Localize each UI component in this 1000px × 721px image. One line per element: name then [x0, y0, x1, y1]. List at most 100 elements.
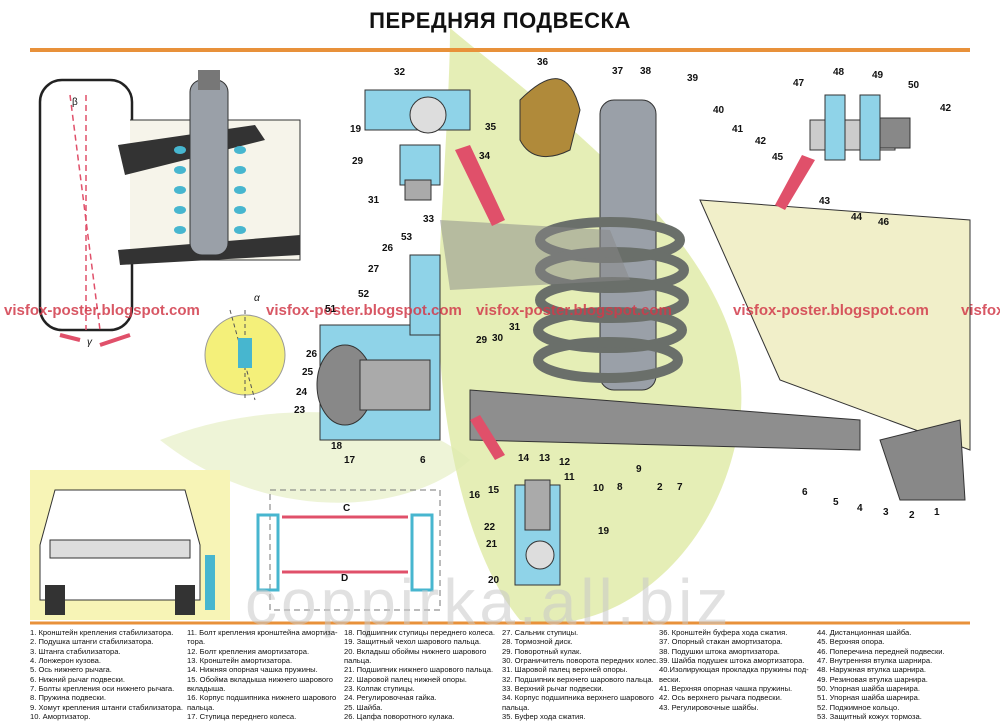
legend-item: 44. Дистанционная шайба. [817, 628, 912, 637]
callout-35: 35 [485, 122, 497, 133]
legend-item: 6. Нижний рычаг подвески. [30, 674, 126, 684]
callout-9: 9 [636, 464, 642, 475]
caster-angle-diagram [204, 309, 286, 401]
legend-item: 48. Наружная втулка шарнира. [817, 665, 926, 675]
callout-14: 14 [518, 453, 530, 464]
watermark-center-right: visfox-poster.blogspot.com [476, 302, 672, 319]
lower-ball-joint-cutaway [514, 479, 561, 586]
legend-item: 9. Хомут крепления штанги стабилизатора. [30, 702, 183, 712]
hinge-detail [809, 94, 911, 161]
callout-1: 1 [934, 507, 940, 518]
legend-item: 40.Изолирующая прокладка пружины под-вес… [659, 665, 809, 684]
legend-item: 41. Верхняя опорная чашка пружины. [659, 684, 793, 694]
legend-item: 29. Поворотный кулак. [502, 646, 582, 656]
page-title: ПЕРЕДНЯЯ ПОДВЕСКА [369, 8, 631, 33]
callout-13: 13 [539, 453, 551, 464]
callout-42-mid: 42 [755, 136, 767, 147]
callout-21: 21 [486, 539, 498, 550]
legend-item: 34. Корпус подшипника верхнего шарового … [502, 693, 654, 712]
callout-40: 40 [713, 105, 725, 116]
callout-45: 45 [772, 152, 784, 163]
legend-item: 11. Болт крепления кронштейна амортиза-т… [187, 628, 338, 647]
legend-item: 33. Верхний рычаг подвески. [502, 684, 604, 694]
legend-item: 18. Подшипник ступицы переднего колеса. [344, 628, 495, 637]
legend-item: 17. Ступица переднего колеса. [187, 712, 297, 721]
car-front-view [30, 470, 230, 620]
callout-30: 30 [492, 333, 504, 344]
upper-ball-joint-cutaway [364, 89, 471, 201]
legend-item: 53. Защитный кожух тормоза. [817, 712, 922, 721]
watermark-right: visfox-poster.blogspot.com [733, 302, 929, 319]
beta-label: β [72, 97, 78, 108]
hub-cutaway [316, 254, 441, 441]
watermark-center-left: visfox-poster.blogspot.com [266, 302, 462, 319]
callout-27: 27 [368, 264, 380, 275]
green-highlight-leaf [438, 28, 742, 624]
callout-31-mid: 31 [509, 322, 521, 333]
legend-column-4: 27. Сальник ступицы. 28. Тормозной диск.… [502, 628, 659, 721]
callout-32: 32 [394, 67, 406, 78]
watermark-far-right: visfox-poster.blogspot.com [961, 302, 1000, 319]
legend-item: 13. Кронштейн амортизатора. [187, 656, 293, 666]
legend-item: 8. Пружина подвески. [30, 693, 107, 703]
callout-6-right: 6 [802, 487, 808, 498]
legend-item: 49. Резиновая втулка шарнира. [817, 674, 928, 684]
callout-15: 15 [488, 485, 500, 496]
legend-item: 14. Нижняя опорная чашка пружины. [187, 665, 318, 675]
callout-17: 17 [344, 455, 356, 466]
legend-item: 50. Упорная шайба шарнира. [817, 684, 920, 694]
legend-item: 37. Опорный стакан амортизатора. [659, 637, 783, 647]
legend-item: 12. Болт крепления амортизатора. [187, 646, 310, 656]
callout-20: 20 [488, 575, 500, 586]
title-rule [30, 48, 970, 52]
legend-item: 42. Ось верхнего рычага подвески. [659, 693, 782, 703]
callout-3: 3 [883, 507, 889, 518]
legend-item: 4. Лонжерон кузова. [30, 656, 102, 666]
callout-22: 22 [484, 522, 496, 533]
callout-12: 12 [559, 457, 571, 468]
legend-item: 38. Подушки штока амортизатора. [659, 646, 780, 656]
main-assembly [440, 99, 971, 501]
legend-column-6: 44. Дистанционная шайба. 45. Верхняя опо… [817, 628, 972, 721]
legend-item: 30. Ограничитель поворота передних колес… [502, 656, 659, 666]
legend-item: 22. Шаровой палец нижней опоры. [344, 674, 467, 684]
legend-item: 19. Защитный чехол шарового пальца. [344, 637, 482, 647]
legend-item: 23. Колпак ступицы. [344, 684, 415, 694]
legend-item: 51. Упорная шайба шарнира. [817, 693, 920, 703]
callout-38: 38 [640, 66, 652, 77]
compression-buffer [519, 78, 581, 158]
legend-column-1: 1. Кронштейн крепления стабилизатора. 2.… [30, 628, 183, 721]
legend-item: 43. Регулировочные шайбы. [659, 702, 759, 712]
legend-item: 39. Шайба подушек штока амортизатора. [659, 656, 805, 666]
legend-item: 25. Шайба. [344, 702, 383, 712]
legend-column-2: 11. Болт крепления кронштейна амортиза-т… [187, 628, 339, 721]
legend-item: 35. Буфер хода сжатия. [502, 712, 586, 721]
alpha-label: α [254, 293, 260, 304]
callout-48: 48 [833, 67, 845, 78]
c-label: C [343, 503, 351, 514]
callout-16: 16 [469, 490, 481, 501]
legend-item: 28. Тормозной диск. [502, 637, 573, 647]
callout-5: 5 [833, 497, 839, 508]
copyright-watermark: coppirka.all.biz [245, 566, 733, 638]
callout-2-right: 2 [909, 510, 915, 521]
callout-23: 23 [294, 405, 306, 416]
legend-item: 5. Ось нижнего рычага. [30, 665, 112, 675]
callout-44: 44 [851, 212, 863, 223]
legend-item: 3. Штанга стабилизатора. [30, 646, 121, 656]
legend-column-5: 36. Кронштейн буфера хода сжатия. 37. Оп… [659, 628, 811, 712]
callout-18: 18 [331, 441, 343, 452]
callout-37: 37 [612, 66, 624, 77]
callout-50: 50 [908, 80, 920, 91]
legend-item: 16. Корпус подшипника нижнего шарового п… [187, 693, 337, 712]
legend-column-3: 18. Подшипник ступицы переднего колеса. … [344, 628, 495, 721]
callout-19-bottom: 19 [598, 526, 610, 537]
callout-47: 47 [793, 78, 805, 89]
callout-6-center: 6 [420, 455, 426, 466]
callout-51: 51 [325, 304, 337, 315]
callout-2-center: 2 [657, 482, 663, 493]
callout-43: 43 [819, 196, 831, 207]
callout-25: 25 [302, 367, 314, 378]
callout-26-top: 26 [382, 243, 394, 254]
